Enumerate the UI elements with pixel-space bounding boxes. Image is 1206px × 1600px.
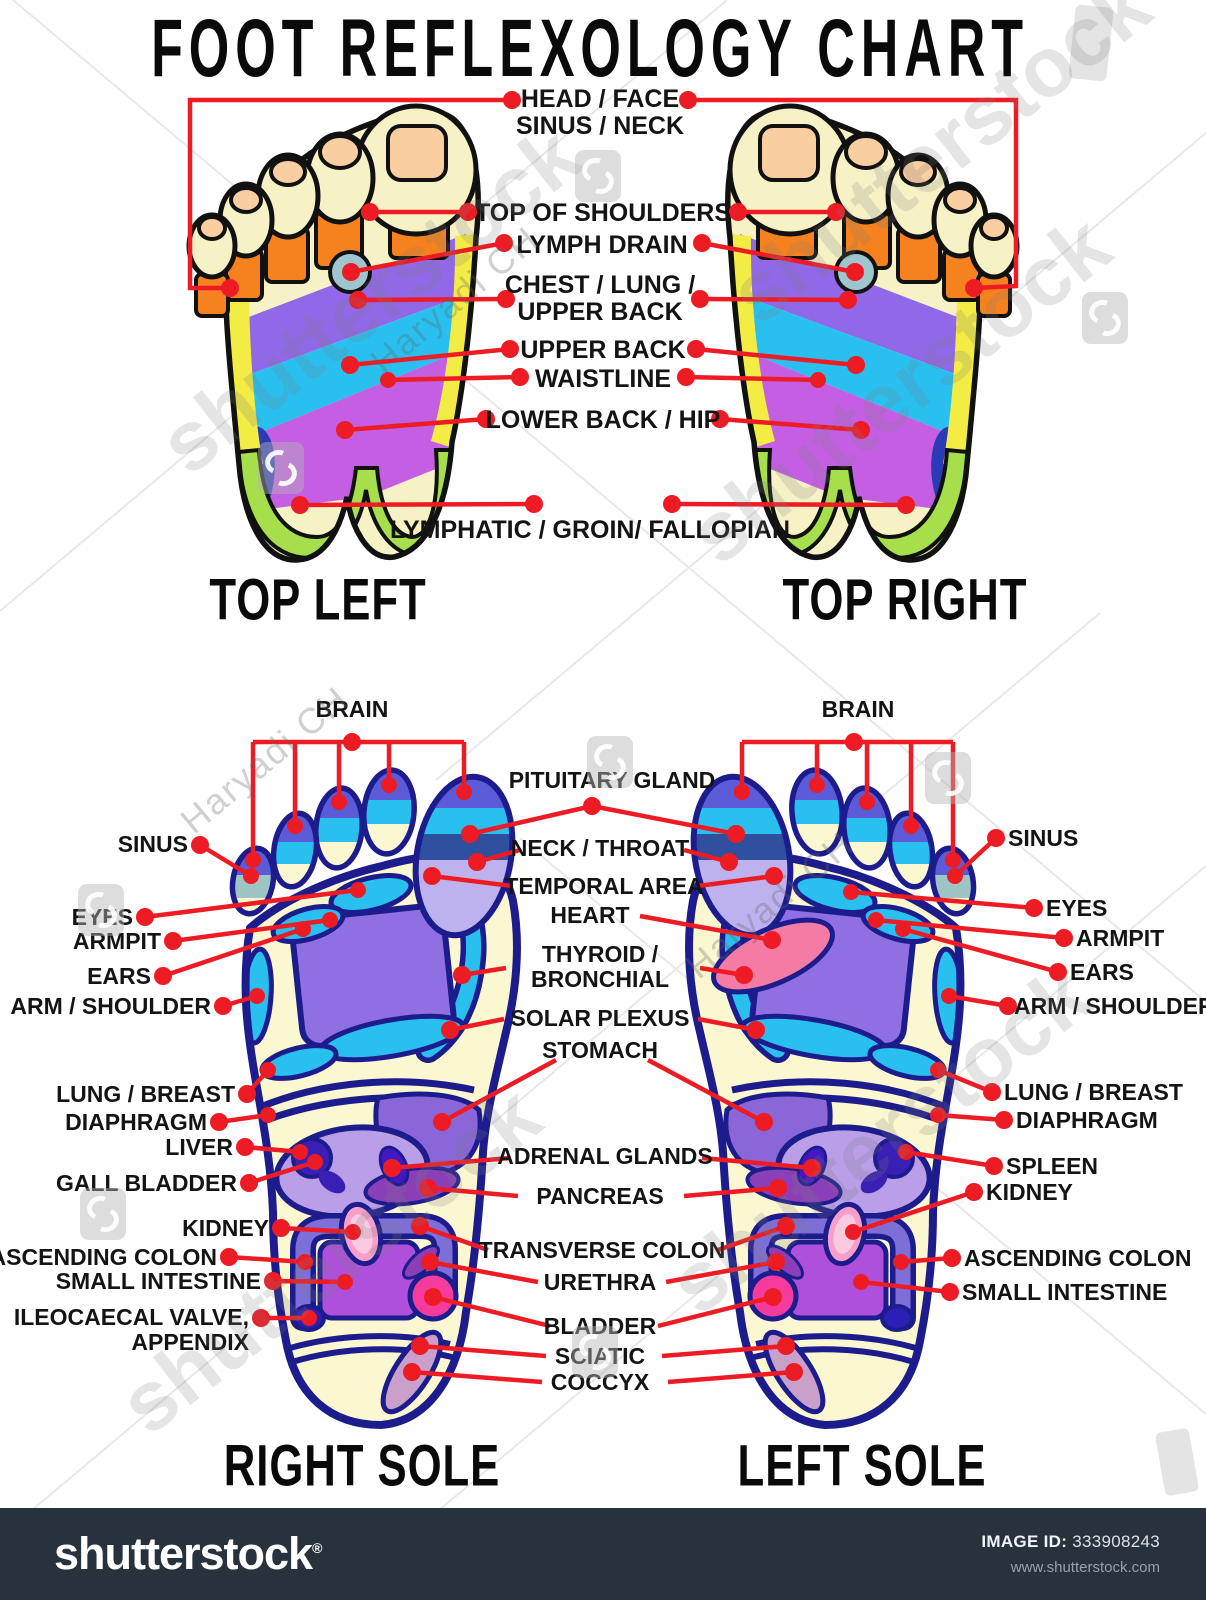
label-solar-plexus: SOLAR PLEXUS <box>510 1005 690 1031</box>
caption-right-sole: RIGHT SOLE <box>223 1431 501 1499</box>
label-lung-breast-left: LUNG / BREAST <box>56 1081 235 1107</box>
label-sinus-right: SINUS <box>1008 825 1079 851</box>
label-chest-lung-upper-back: CHEST / LUNG / UPPER BACK <box>504 271 696 326</box>
label-thyroid-bronchial: THYROID / BRONCHIAL <box>531 941 669 992</box>
label-arm-shoulder-left: ARM / SHOULDER <box>10 993 211 1019</box>
label-urethra: URETHRA <box>543 1269 657 1295</box>
label-transverse-colon: TRANSVERSE COLON <box>478 1237 726 1263</box>
label-temporal-area: TEMPORAL AREA <box>504 873 704 899</box>
label-small-intestine-right: SMALL INTESTINE <box>962 1279 1168 1305</box>
footer-bar: shutterstock® IMAGE ID: 333908243 www.sh… <box>0 1508 1206 1600</box>
label-sinus-left: SINUS <box>117 831 188 857</box>
page-title: FOOT REFLEXOLOGY CHART <box>151 3 1029 95</box>
label-gall-bladder: GALL BLADDER <box>55 1170 237 1196</box>
label-heart: HEART <box>550 902 630 928</box>
label-brain-right: BRAIN <box>821 696 895 722</box>
label-pancreas: PANCREAS <box>536 1183 664 1209</box>
label-kidney-left: KIDNEY <box>182 1215 269 1241</box>
label-stomach: STOMACH <box>542 1037 658 1063</box>
label-bladder: BLADDER <box>543 1313 657 1339</box>
label-arm-shoulder-right: ARM / SHOULDER <box>1014 993 1206 1019</box>
label-lung-breast-right: LUNG / BREAST <box>1004 1079 1183 1105</box>
label-ascending-colon-left: ASCENDING COLON <box>0 1244 217 1270</box>
label-lymphatic-groin-fallopian: LYMPHATIC / GROIN/ FALLOPIAN <box>389 516 791 544</box>
label-spleen: SPLEEN <box>1006 1153 1099 1179</box>
connector-lines <box>144 97 1065 1385</box>
top-right-foot-illustration <box>728 106 1017 560</box>
label-coccyx: COCCYX <box>550 1369 650 1395</box>
label-lower-back-hip: LOWER BACK / HIP <box>485 406 721 434</box>
top-left-foot-illustration <box>189 106 478 560</box>
registered-mark: ® <box>312 1540 322 1556</box>
label-pituitary-gland: PITUITARY GLAND <box>508 767 716 793</box>
site-url: www.shutterstock.com <box>1010 1559 1160 1576</box>
connector-dots <box>136 91 1073 1381</box>
watermark-corner-shape <box>1068 4 1114 82</box>
caption-top-left: TOP LEFT <box>209 565 427 633</box>
label-upper-back: UPPER BACK <box>520 336 686 364</box>
label-head-face-sinus-neck: HEAD / FACE SINUS / NECK <box>515 85 685 140</box>
label-diaphragm-left: DIAPHRAGM <box>65 1109 207 1135</box>
label-diaphragm-right: DIAPHRAGM <box>1016 1107 1158 1133</box>
label-ileocaecal-appendix: ILEOCAECAL VALVE, APPENDIX <box>13 1304 249 1355</box>
label-neck-throat: NECK / THROAT <box>510 835 690 861</box>
label-sciatic: SCIATIC <box>554 1343 646 1369</box>
shutterstock-logo: shutterstock® <box>54 1528 322 1579</box>
label-small-intestine-left: SMALL INTESTINE <box>55 1268 261 1294</box>
image-metadata: IMAGE ID: 333908243 www.shutterstock.com <box>981 1532 1160 1576</box>
label-top-of-shoulders: TOP OF SHOULDERS <box>474 199 732 227</box>
caption-left-sole: LEFT SOLE <box>737 1431 987 1499</box>
caption-top-right: TOP RIGHT <box>782 565 1028 633</box>
label-kidney-right: KIDNEY <box>986 1179 1073 1205</box>
label-adrenal-glands: ADRENAL GLANDS <box>497 1143 713 1169</box>
label-liver: LIVER <box>165 1134 233 1160</box>
label-eyes-right: EYES <box>1046 895 1108 921</box>
label-armpit-left: ARMPIT <box>72 928 161 954</box>
image-id: IMAGE ID: 333908243 <box>981 1532 1160 1551</box>
label-ears-right: EARS <box>1070 959 1134 985</box>
label-brain-left: BRAIN <box>315 696 389 722</box>
label-waistline: WAISTLINE <box>534 365 672 393</box>
label-ascending-colon-right: ASCENDING COLON <box>964 1245 1192 1271</box>
label-lymph-drain: LYMPH DRAIN <box>516 231 688 259</box>
label-armpit-right: ARMPIT <box>1076 925 1165 951</box>
label-eyes-left: EYES <box>71 904 133 930</box>
label-ears-left: EARS <box>87 963 151 989</box>
